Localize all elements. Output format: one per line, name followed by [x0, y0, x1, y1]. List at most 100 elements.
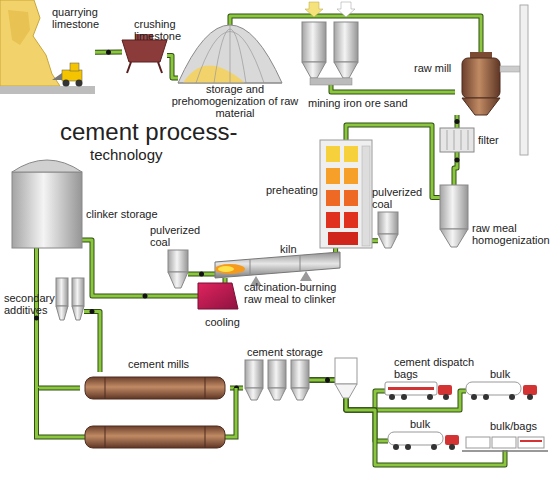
storage-dome-illustration-part	[183, 66, 245, 84]
quarry-illustration-part	[70, 63, 79, 71]
rotary-kiln	[215, 252, 340, 286]
pipe-outline	[454, 152, 457, 185]
equipment-node: crushing limestone	[122, 38, 167, 73]
rotary-kiln-part	[215, 264, 245, 274]
equipment-node: bulk/bags	[465, 436, 545, 450]
equipment-label: storage and prehomogenization of raw mat…	[160, 83, 310, 119]
cement-mill-cylinders-part	[85, 377, 225, 399]
cement-mill-cylinders-part	[205, 377, 206, 399]
pipe-dot	[325, 378, 330, 383]
cement-silos-part	[291, 388, 309, 400]
pipe-connector	[95, 50, 122, 55]
clinker-silo-part	[12, 172, 82, 248]
dispatch-vehicles-part	[449, 444, 455, 450]
cement-silos-part	[245, 360, 263, 388]
coal-bin-illustration-part	[378, 234, 398, 248]
equipment-label: secondary additives	[4, 292, 56, 316]
cement-mill-cylinders	[85, 377, 225, 448]
crusher-illustration-part	[127, 62, 131, 73]
pipe-fill	[331, 85, 455, 92]
storage-dome-illustration-part	[178, 25, 282, 83]
additive-silos-part	[72, 278, 84, 306]
preheater-tower-part	[344, 190, 358, 206]
clinker-cooler	[198, 283, 238, 309]
pipe-fill	[82, 240, 198, 296]
dispatch-vehicles-part	[462, 450, 548, 452]
homogenization-silo	[440, 185, 468, 247]
rotary-kiln-part	[218, 266, 234, 272]
raw-mill-illustration-part	[462, 98, 500, 115]
pipe-fill	[454, 152, 457, 185]
equipment-node: kilncalcination-burning raw meal to clin…	[215, 258, 340, 278]
dispatch-vehicles-part	[388, 387, 434, 390]
dispatch-vehicles-part	[438, 385, 452, 395]
pipe-connector	[82, 240, 198, 299]
rotary-kiln-part	[300, 271, 312, 281]
equipment-label: bulk/bags	[490, 420, 537, 432]
equipment-node: mining iron ore sand	[300, 5, 362, 85]
dispatch-vehicles-part	[483, 394, 489, 400]
raw-material-silos-part	[337, 2, 355, 17]
quarry-illustration-part	[0, 86, 95, 94]
equipment-label: cement dispatch bags	[394, 356, 480, 380]
dispatch-vehicles	[385, 382, 548, 451]
equipment-node: clinker storage	[12, 160, 82, 248]
pipe-outline	[167, 56, 178, 79]
equipment-label: preheating	[266, 184, 318, 196]
equipment-node: cooling	[198, 283, 238, 309]
quarry-illustration-part	[62, 70, 82, 81]
pipe-dot	[106, 50, 111, 55]
cement-silos-part	[245, 388, 263, 400]
equipment-label: pulverized coal	[150, 224, 202, 248]
mill-feed-pipes-part	[225, 388, 236, 437]
pipe-outline	[37, 248, 81, 388]
equipment-node: filter	[440, 128, 474, 152]
cement-silos-part	[268, 388, 286, 400]
raw-material-silos	[302, 2, 358, 85]
pipe-outline	[309, 380, 466, 410]
equipment-label: pulverized coal	[372, 186, 424, 210]
quarry-illustration-part	[63, 80, 70, 87]
equipment-node: cement mills	[80, 372, 230, 452]
filter-illustration-part	[461, 130, 462, 150]
equipment-label: crushing limestone	[134, 18, 192, 42]
preheater-tower-part	[326, 212, 340, 228]
pipe-connector	[372, 240, 378, 241]
preheater-tower-part	[326, 190, 340, 206]
equipment-label: cement mills	[128, 358, 189, 370]
pipe-fill	[167, 56, 178, 79]
preheater-tower-part	[326, 168, 340, 184]
pipe-dot	[325, 378, 330, 383]
equipment-label: bulk	[490, 368, 510, 380]
pipe-fill	[84, 312, 100, 372]
pipe-outline	[223, 278, 228, 283]
equipment-node: storage and prehomogenization of raw mat…	[178, 25, 282, 83]
pipe-fill	[188, 272, 215, 275]
dispatch-vehicles-part	[523, 385, 537, 395]
pipe-outline	[455, 115, 460, 128]
equipment-label: clinker storage	[86, 208, 158, 220]
pipe-connector	[188, 271, 215, 276]
coal-bin-illustration-part	[168, 272, 188, 288]
dispatch-vehicles-part	[492, 437, 516, 448]
quarry-illustration-part	[52, 73, 62, 80]
dispatch-vehicles-part	[509, 394, 515, 400]
cement-silos	[245, 360, 309, 400]
filter-illustration-part	[447, 130, 448, 150]
raw-material-silos-part	[310, 78, 352, 85]
filter-illustration-part	[440, 128, 474, 152]
equipment-label: filter	[478, 134, 499, 146]
quarry-illustration-part	[76, 80, 83, 87]
rotary-kiln-part	[215, 252, 340, 278]
mill-feed-pipes-part	[37, 388, 86, 437]
pipe-dot	[455, 158, 460, 163]
raw-mill-illustration-part	[462, 58, 500, 98]
pipe-dot	[143, 294, 148, 299]
quarry-illustration-part	[0, 0, 60, 86]
mill-feed-pipes-part	[37, 388, 86, 437]
filter-illustration-part	[454, 130, 455, 150]
pipe-dot	[325, 378, 330, 383]
pipe-connector	[84, 309, 100, 372]
dispatch-vehicles-part	[445, 435, 459, 445]
